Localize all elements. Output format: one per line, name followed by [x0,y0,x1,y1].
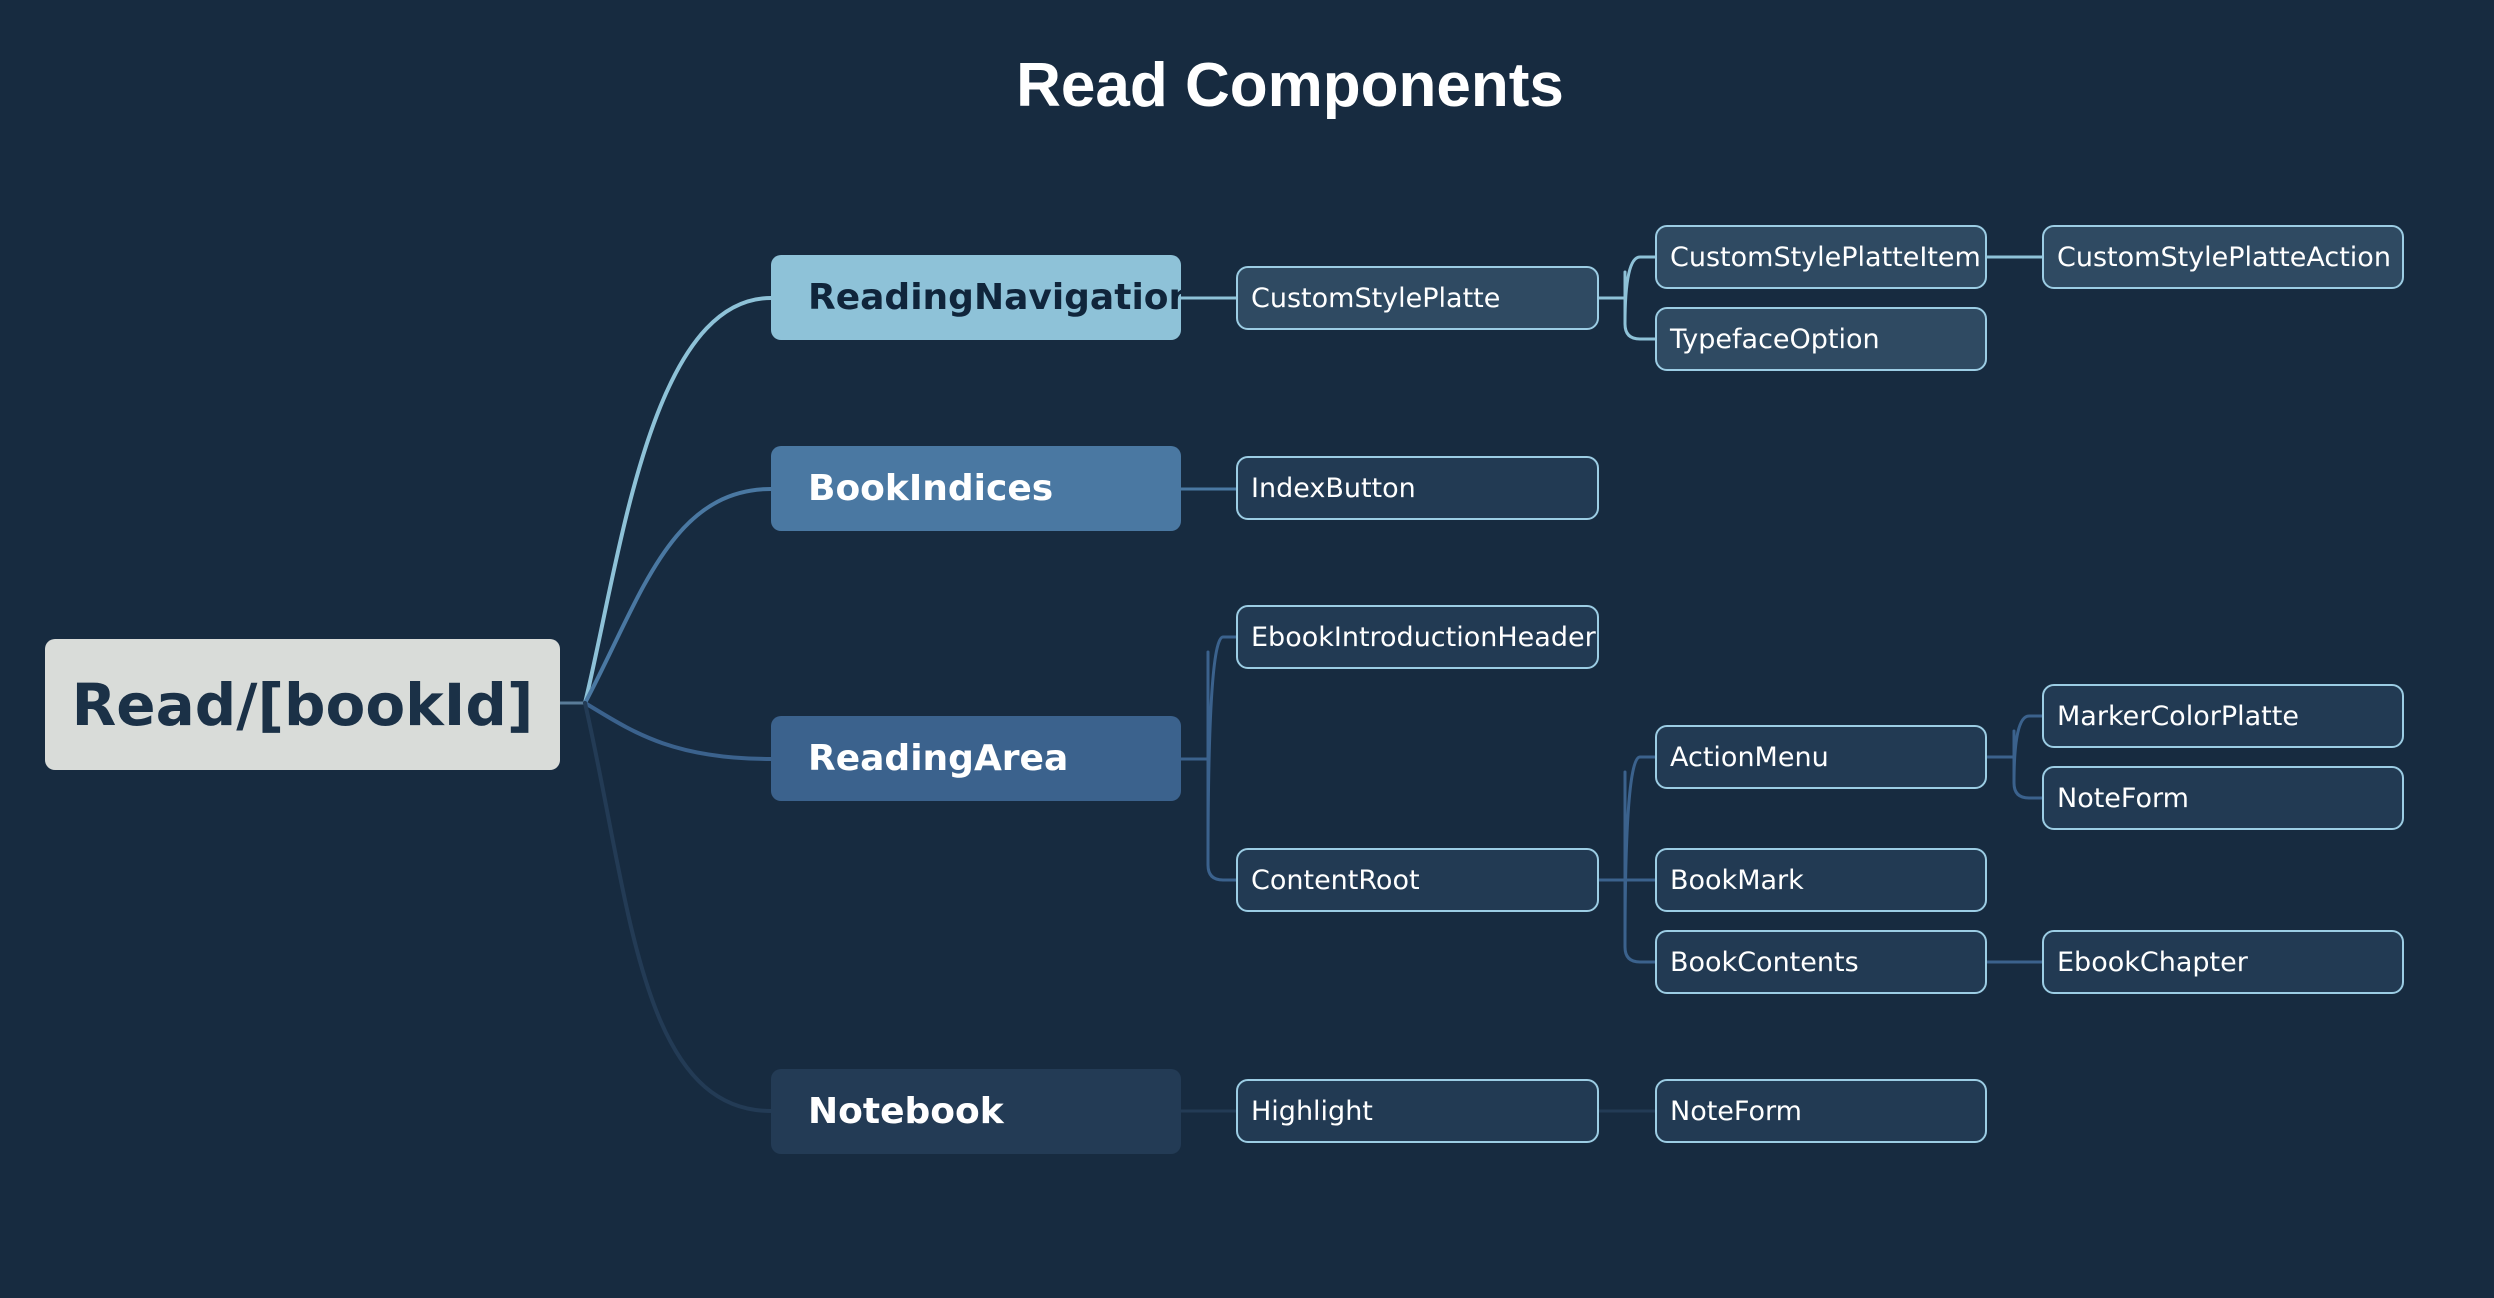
connector-custom-style-platte-children [1597,255,1657,341]
connector-content-root-children [1597,755,1657,964]
node-note-form-notebook[interactable]: NoteForm [1655,1079,1987,1143]
connector-root-reading-area [583,701,773,761]
diagram-title: Read Components [1016,51,1564,120]
node-typeface-option[interactable]: TypefaceOption [1655,307,1987,371]
connector-root-notebook [583,701,773,1113]
connector-action-menu-children [1985,714,2044,800]
node-marker-color-platte[interactable]: MarkerColorPlatte [2042,684,2404,748]
connector-reading-area-children [1179,635,1238,882]
connector-root-reading-navigation [583,296,773,705]
node-custom-style-platte[interactable]: CustomStylePlatte [1236,266,1599,330]
node-action-menu[interactable]: ActionMenu [1655,725,1987,789]
node-highlight[interactable]: Highlight [1236,1079,1599,1143]
branch-book-indices[interactable]: BookIndices [771,446,1181,531]
node-content-root[interactable]: ContentRoot [1236,848,1599,912]
branch-reading-navigation[interactable]: ReadingNavigation [771,255,1181,340]
root-node-read-bookid[interactable]: Read/[bookId] [45,639,560,770]
node-custom-style-platte-action[interactable]: CustomStylePlatteAction [2042,225,2404,289]
branch-notebook[interactable]: Notebook [771,1069,1181,1154]
node-custom-style-platte-item[interactable]: CustomStylePlatteItem [1655,225,1987,289]
connector-root-book-indices [583,487,773,705]
node-ebook-introduction-header[interactable]: EbookIntroductionHeader [1236,605,1599,669]
node-note-form-action[interactable]: NoteForm [2042,766,2404,830]
node-book-mark[interactable]: BookMark [1655,848,1987,912]
node-index-button[interactable]: IndexButton [1236,456,1599,520]
branch-reading-area[interactable]: ReadingArea [771,716,1181,801]
node-ebook-chapter[interactable]: EbookChapter [2042,930,2404,994]
node-book-contents[interactable]: BookContents [1655,930,1987,994]
